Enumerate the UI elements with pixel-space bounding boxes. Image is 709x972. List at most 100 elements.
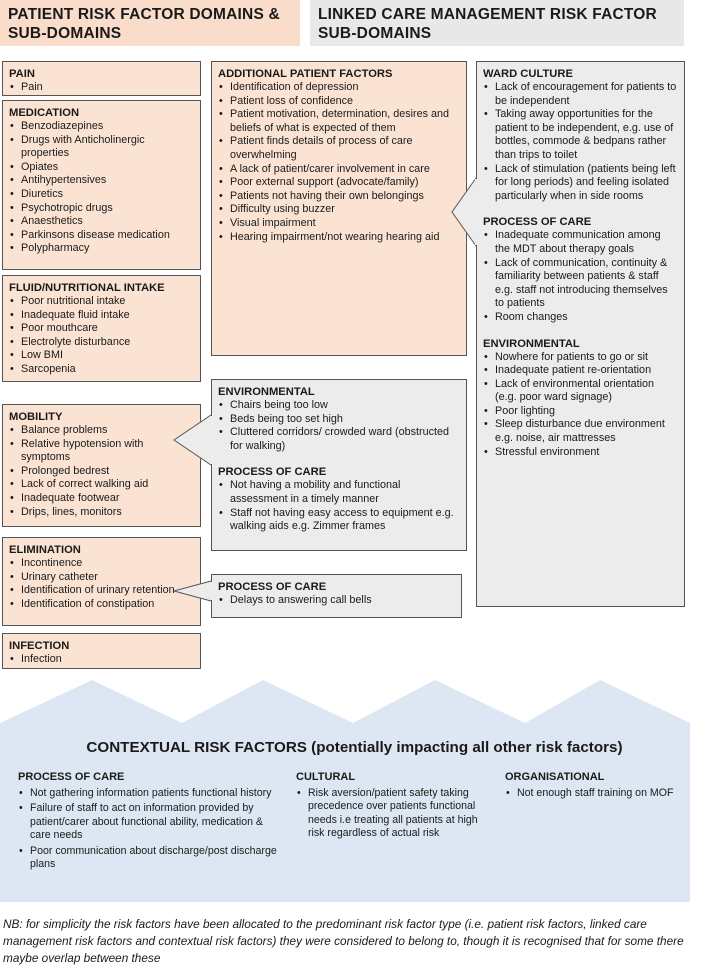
contextual-process-title: PROCESS OF CARE [18, 771, 125, 783]
elimination-title: ELIMINATION [9, 544, 81, 556]
list-item: Lack of correct walking aid [9, 478, 194, 492]
list-item: Prolonged bedrest [9, 465, 194, 479]
list-item: Chairs being too low [218, 399, 460, 413]
list-item: Lack of communication, continuity & fami… [483, 257, 678, 311]
contextual-cultural-list: Risk aversion/patient safety taking prec… [296, 787, 490, 841]
list-item: Risk aversion/patient safety taking prec… [296, 787, 490, 841]
list-item: Visual impairment [218, 217, 460, 231]
list-item: Lack of encouragement for patients to be… [483, 81, 678, 108]
list-item: Antihypertensives [9, 174, 194, 188]
list-item: Infection [9, 653, 194, 667]
list-item: Poor lighting [483, 405, 678, 419]
list-item: Hearing impairment/not wearing hearing a… [218, 231, 460, 245]
list-item: Sarcopenia [9, 363, 194, 377]
mobility-title: MOBILITY [9, 411, 63, 423]
fluid-list: Poor nutritional intakeInadequate fluid … [9, 295, 194, 377]
list-item: Low BMI [9, 349, 194, 363]
list-item: Inadequate patient re-orientation [483, 364, 678, 378]
medication-list: BenzodiazepinesDrugs with Anticholinergi… [9, 120, 194, 256]
list-item: Patient motivation, determination, desir… [218, 108, 460, 135]
list-item: Inadequate footwear [9, 492, 194, 506]
list-item: Lack of stimulation (patients being left… [483, 163, 678, 204]
contextual-organisational-list: Not enough staff training on MOF [505, 787, 695, 801]
ward-culture-list: Lack of encouragement for patients to be… [483, 81, 678, 203]
right-process-title: PROCESS OF CARE [483, 216, 592, 229]
list-item: Poor nutritional intake [9, 295, 194, 309]
right-environmental-list: Nowhere for patients to go or sitInadequ… [483, 351, 678, 460]
list-item: Not having a mobility and functional ass… [218, 479, 460, 506]
contextual-cultural-column: CULTURAL Risk aversion/patient safety ta… [296, 769, 490, 843]
list-item: Poor mouthcare [9, 322, 194, 336]
mobility-box: MOBILITY Balance problemsRelative hypote… [2, 404, 201, 527]
list-item: Pain [9, 81, 194, 95]
infection-title: INFECTION [9, 640, 70, 652]
list-item: Identification of constipation [9, 598, 194, 612]
list-item: Not gathering information patients funct… [18, 787, 280, 801]
linked-care-risk-header: LINKED CARE MANAGEMENT RISK FACTOR SUB-D… [310, 0, 684, 46]
medication-box: MEDICATION BenzodiazepinesDrugs with Ant… [2, 100, 201, 270]
list-item: Relative hypotension with symptoms [9, 438, 194, 465]
right-environmental-title: ENVIRONMENTAL [483, 337, 580, 350]
list-item: Drips, lines, monitors [9, 506, 194, 520]
pain-box: PAIN Pain [2, 61, 201, 96]
right-process-list: Inadequate communication among the MDT a… [483, 229, 678, 324]
additional-patient-factors-box: ADDITIONAL PATIENT FACTORS Identificatio… [211, 61, 467, 356]
list-item: Identification of urinary retention [9, 584, 194, 598]
list-item: Psychotropic drugs [9, 202, 194, 216]
list-item: Sleep disturbance due environment e.g. n… [483, 418, 678, 445]
elimination-list: IncontinenceUrinary catheterIdentificati… [9, 557, 194, 611]
list-item: Lack of environmental orientation (e.g. … [483, 378, 678, 405]
infection-list: Infection [9, 653, 194, 667]
ward-culture-box: WARD CULTURE Lack of encouragement for p… [476, 61, 685, 607]
list-item: Parkinsons disease medication [9, 229, 194, 243]
list-item: Difficulty using buzzer [218, 203, 460, 217]
list-item: Taking away opportunities for the patien… [483, 108, 678, 162]
list-item: Identification of depression [218, 81, 460, 95]
list-item: Delays to answering call bells [218, 594, 455, 608]
list-item: A lack of patient/carer involvement in c… [218, 163, 460, 177]
list-item: Stressful environment [483, 446, 678, 460]
contextual-risk-title: CONTEXTUAL RISK FACTORS (potentially imp… [86, 739, 623, 756]
list-item: Staff not having easy access to equipmen… [218, 507, 460, 534]
list-item: Room changes [483, 311, 678, 325]
fluid-box: FLUID/NUTRITIONAL INTAKE Poor nutritiona… [2, 275, 201, 382]
list-item: Electrolyte disturbance [9, 336, 194, 350]
mobility-environmental-title: ENVIRONMENTAL [218, 386, 315, 398]
list-item: Beds being too set high [218, 413, 460, 427]
list-item: Cluttered corridors/ crowded ward (obstr… [218, 426, 460, 453]
contextual-process-column: PROCESS OF CARE Not gathering informatio… [18, 769, 280, 873]
contextual-process-list: Not gathering information patients funct… [18, 787, 280, 871]
list-item: Patient loss of confidence [218, 95, 460, 109]
list-item: Inadequate communication among the MDT a… [483, 229, 678, 256]
list-item: Failure of staff to act on information p… [18, 802, 280, 842]
fluid-title: FLUID/NUTRITIONAL INTAKE [9, 282, 165, 294]
mobility-process-list: Not having a mobility and functional ass… [218, 479, 460, 533]
contextual-organisational-column: ORGANISATIONAL Not enough staff training… [505, 769, 695, 802]
mobility-linked-box: ENVIRONMENTAL Chairs being too lowBeds b… [211, 379, 467, 551]
list-item: Poor external support (advocate/family) [218, 176, 460, 190]
list-item: Nowhere for patients to go or sit [483, 351, 678, 365]
list-item: Patient finds details of process of care… [218, 135, 460, 162]
list-item: Inadequate fluid intake [9, 309, 194, 323]
list-item: Polypharmacy [9, 242, 194, 256]
pain-list: Pain [9, 81, 194, 95]
mobility-list: Balance problemsRelative hypotension wit… [9, 424, 194, 519]
list-item: Balance problems [9, 424, 194, 438]
elimination-box: ELIMINATION IncontinenceUrinary catheter… [2, 537, 201, 626]
elimination-process-title: PROCESS OF CARE [218, 581, 327, 593]
mobility-environmental-list: Chairs being too lowBeds being too set h… [218, 399, 460, 453]
medication-title: MEDICATION [9, 107, 80, 119]
list-item: Not enough staff training on MOF [505, 787, 695, 801]
list-item: Opiates [9, 161, 194, 175]
list-item: Poor communication about discharge/post … [18, 845, 280, 872]
list-item: Drugs with Anticholinergic properties [9, 134, 194, 161]
list-item: Anaesthetics [9, 215, 194, 229]
list-item: Benzodiazepines [9, 120, 194, 134]
pain-title: PAIN [9, 68, 35, 80]
list-item: Patients not having their own belongings [218, 190, 460, 204]
additional-patient-factors-title: ADDITIONAL PATIENT FACTORS [218, 68, 393, 80]
list-item: Diuretics [9, 188, 194, 202]
elimination-linked-box: PROCESS OF CARE Delays to answering call… [211, 574, 462, 618]
elimination-process-list: Delays to answering call bells [218, 594, 455, 608]
additional-patient-factors-list: Identification of depressionPatient loss… [218, 81, 460, 244]
